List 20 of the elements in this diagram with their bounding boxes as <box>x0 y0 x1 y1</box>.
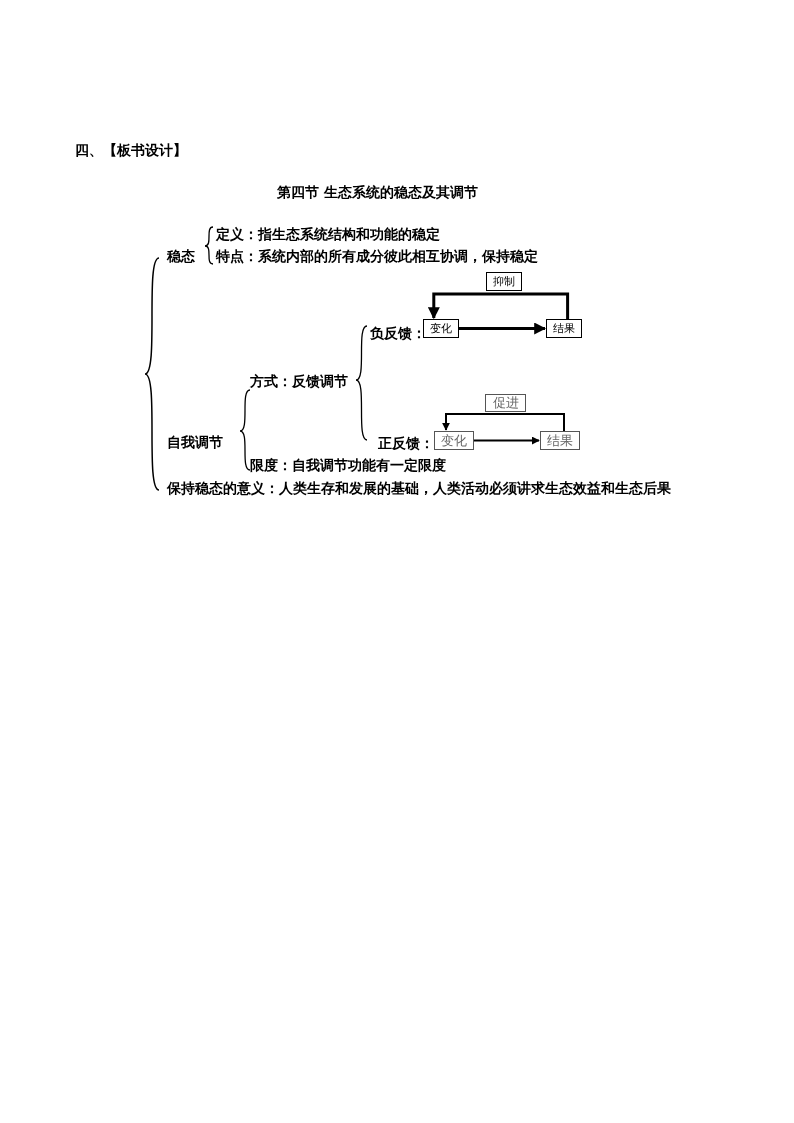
section-heading: 四、【板书设计】 <box>75 141 187 159</box>
outline-text: 保持稳态的意义：人类生存和发展的基础，人类活动必须讲求生态效益和生态后果 <box>167 479 671 497</box>
outline-text: 定义：指生态系统结构和功能的稳定 <box>216 225 440 243</box>
arrow <box>459 322 547 335</box>
process-box: 变化 <box>434 431 474 450</box>
arrow <box>427 292 570 320</box>
process-box: 抑制 <box>486 272 522 291</box>
process-box: 变化 <box>423 319 459 338</box>
outline-text: 限度：自我调节功能有一定限度 <box>250 456 446 474</box>
arrow <box>442 413 565 432</box>
outline-text: 自我调节 <box>167 433 223 451</box>
outline-text: 正反馈： <box>378 434 434 452</box>
outline-text: 稳态 <box>167 247 195 265</box>
process-box: 结果 <box>546 319 582 338</box>
outline-text: 负反馈： <box>370 324 426 342</box>
title: 第四节 生态系统的稳态及其调节 <box>277 183 478 201</box>
process-box: 结果 <box>540 431 580 450</box>
process-box: 促进 <box>485 394 526 412</box>
arrow <box>473 436 540 445</box>
outline-text: 方式：反馈调节 <box>250 372 348 390</box>
